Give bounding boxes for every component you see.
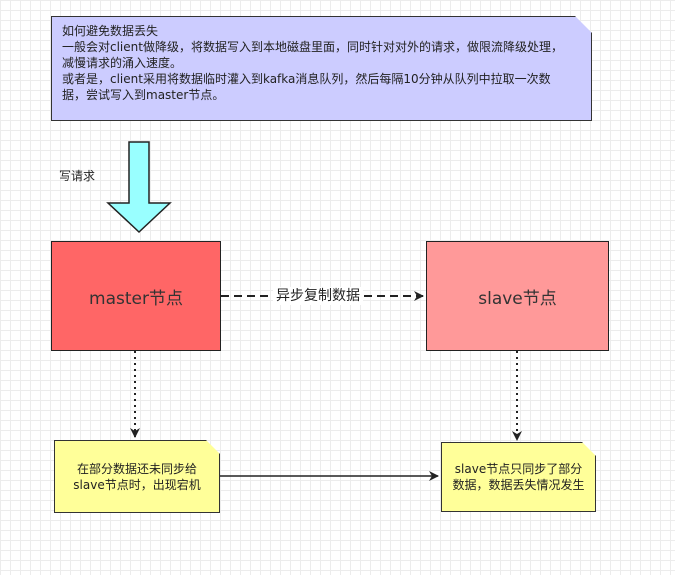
master-crash-note-text: 在部分数据还未同步给slave节点时，出现宕机 [73, 461, 201, 492]
slave-loss-note: slave节点只同步了部分数据，数据丢失情况发生 [441, 442, 596, 512]
master-crash-note: 在部分数据还未同步给slave节点时，出现宕机 [54, 440, 220, 513]
note-line-2: 或者是，client采用将数据临时灌入到kafka消息队列，然后每隔10分钟从队… [62, 72, 551, 102]
master-node-label: master节点 [89, 288, 183, 309]
master-node: master节点 [51, 241, 221, 351]
write-request-label: 写请求 [59, 169, 96, 183]
note-title: 如何避免数据丢失 [62, 24, 159, 38]
slave-node: slave节点 [426, 241, 609, 351]
explanation-note: 如何避免数据丢失 一般会对client做降级，将数据写入到本地磁盘里面，同时针对… [51, 16, 592, 121]
slave-node-label: slave节点 [478, 288, 557, 309]
note-line-1: 一般会对client做降级，将数据写入到本地磁盘里面，同时针对对外的请求，做限流… [62, 40, 563, 70]
replication-edge-label: 异步复制数据 [273, 287, 363, 305]
write-request-arrow [106, 141, 172, 234]
slave-loss-note-text: slave节点只同步了部分数据，数据丢失情况发生 [452, 462, 585, 492]
